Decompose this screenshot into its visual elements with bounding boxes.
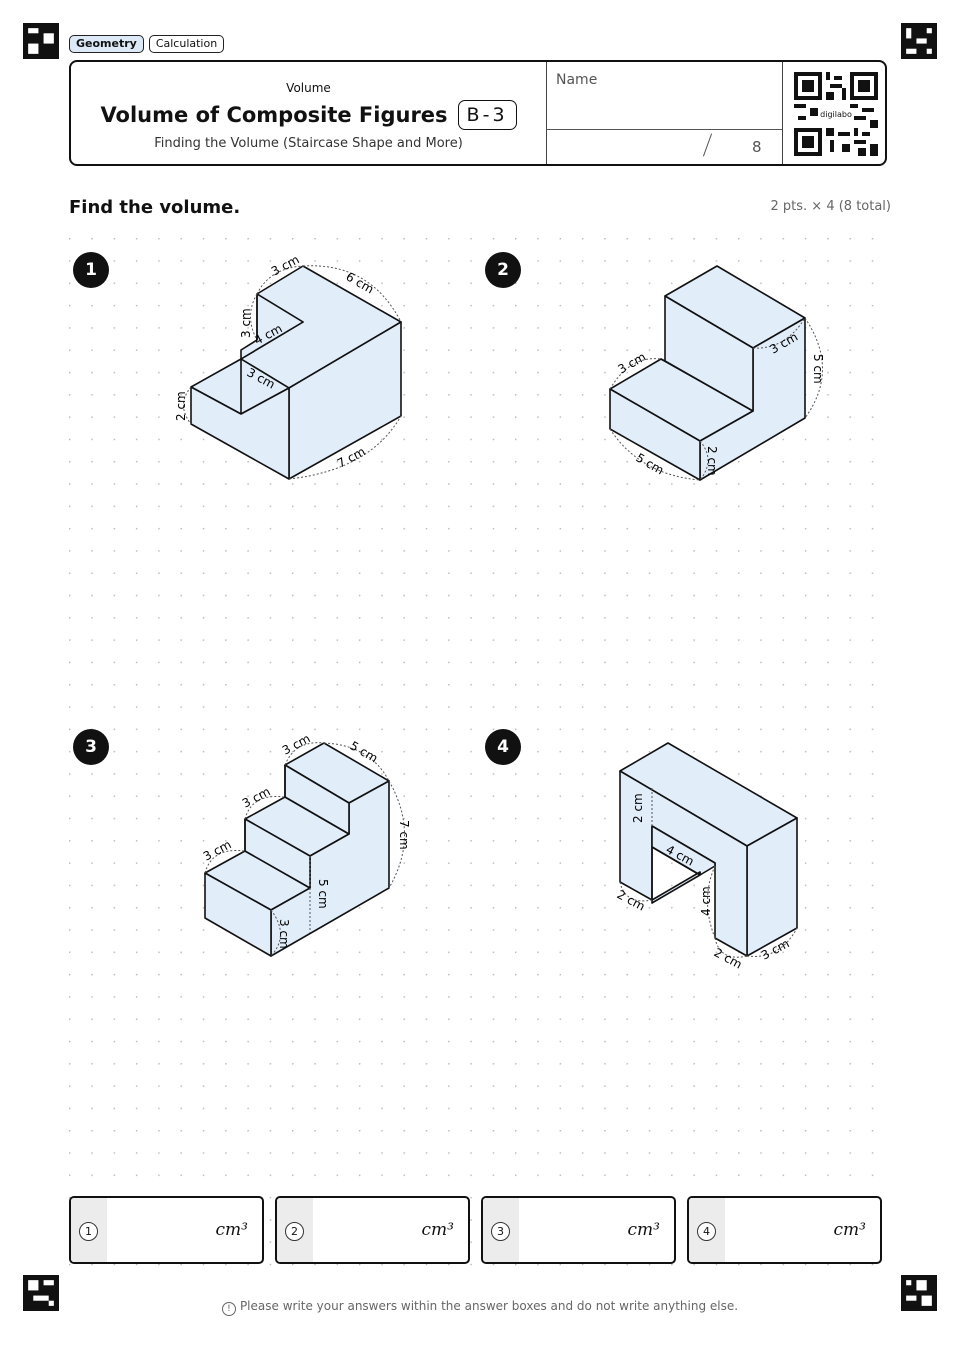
problem-number-1: 1 bbox=[73, 252, 109, 288]
score-slash bbox=[702, 133, 713, 157]
problem-number-4: 4 bbox=[485, 729, 521, 765]
figure-4-bridge-solid: 2 cm 4 cm 2 cm 4 cm 2 cm 3 cm bbox=[615, 742, 798, 970]
answer-box-1[interactable]: 1 cm³ bbox=[69, 1196, 264, 1264]
answer-number-2: 2 bbox=[285, 1222, 304, 1241]
page-subtitle: Finding the Volume (Staircase Shape and … bbox=[154, 136, 463, 151]
fig4-label-opening-height: 4 cm bbox=[699, 886, 713, 916]
answer-unit-4: cm³ bbox=[833, 1220, 866, 1240]
footer-text: Please write your answers within the ans… bbox=[239, 1299, 739, 1313]
points-info: 2 pts. × 4 (8 total) bbox=[770, 199, 892, 214]
answer-number-4: 4 bbox=[697, 1222, 716, 1241]
fig1-label-notch-height: 3 cm bbox=[239, 308, 253, 338]
tag-geometry: Geometry bbox=[69, 35, 144, 53]
fig3-label-total-height: 7 cm bbox=[397, 820, 411, 850]
subject-label: Volume bbox=[286, 81, 331, 95]
answer-number-1: 1 bbox=[79, 1222, 98, 1241]
answer-unit-2: cm³ bbox=[421, 1220, 454, 1240]
info-icon: ! bbox=[221, 1302, 236, 1316]
fig3-label-middle-height: 5 cm bbox=[316, 879, 330, 909]
tag-calculation: Calculation bbox=[148, 35, 225, 53]
qr-code-icon: digilabo bbox=[794, 72, 878, 156]
answer-box-4[interactable]: 4 cm³ bbox=[687, 1196, 882, 1264]
worksheet-header: Volume Volume of Composite Figures B-3 F… bbox=[69, 60, 887, 166]
name-divider bbox=[547, 129, 782, 130]
fig2-label-step-height: 2 cm bbox=[705, 446, 719, 476]
answer-box-2[interactable]: 2 cm³ bbox=[275, 1196, 470, 1264]
answer-boxes: 1 cm³ 2 cm³ 3 cm³ 4 cm³ bbox=[69, 1196, 883, 1264]
name-area: Name 8 bbox=[547, 62, 783, 164]
category-tags: Geometry Calculation bbox=[69, 35, 225, 53]
score-field[interactable]: 8 bbox=[547, 129, 782, 164]
qr-label: digilabo bbox=[820, 110, 852, 119]
corner-marker-top-left bbox=[23, 23, 59, 59]
corner-marker-bottom-left bbox=[23, 1275, 59, 1311]
score-total: 8 bbox=[752, 138, 762, 156]
answer-unit-1: cm³ bbox=[215, 1220, 248, 1240]
fig4-label-top-thickness: 2 cm bbox=[631, 793, 645, 823]
answer-number-3: 3 bbox=[491, 1222, 510, 1241]
corner-marker-top-right bbox=[901, 23, 937, 59]
figure-3-three-step-staircase: 3 cm 5 cm 3 cm 3 cm 7 cm 5 cm 3 cm bbox=[201, 731, 411, 957]
answer-unit-3: cm³ bbox=[627, 1220, 660, 1240]
instruction: Find the volume. bbox=[69, 197, 241, 218]
page-title: Volume of Composite Figures bbox=[100, 103, 448, 127]
name-label: Name bbox=[556, 72, 598, 88]
worksheet-code-badge: B-3 bbox=[457, 100, 517, 130]
problem-number-2: 2 bbox=[485, 252, 521, 288]
title-area: Volume Volume of Composite Figures B-3 F… bbox=[71, 62, 547, 164]
page-title-row: Volume of Composite Figures B-3 bbox=[71, 100, 546, 130]
footer-note: !Please write your answers within the an… bbox=[0, 1299, 960, 1316]
corner-marker-bottom-right bbox=[901, 1275, 937, 1311]
fig1-label-side-height: 2 cm bbox=[174, 391, 188, 421]
fig2-label-total-height: 5 cm bbox=[811, 354, 825, 384]
figure-1-composite-solid: 3 cm 6 cm 3 cm 4 cm 3 cm 2 cm 7 cm bbox=[174, 252, 402, 480]
answer-box-3[interactable]: 3 cm³ bbox=[481, 1196, 676, 1264]
fig3-label-step-height: 3 cm bbox=[277, 919, 291, 949]
figure-2-staircase-solid: 3 cm 3 cm 5 cm 5 cm 2 cm bbox=[609, 265, 825, 481]
problem-number-3: 3 bbox=[73, 729, 109, 765]
